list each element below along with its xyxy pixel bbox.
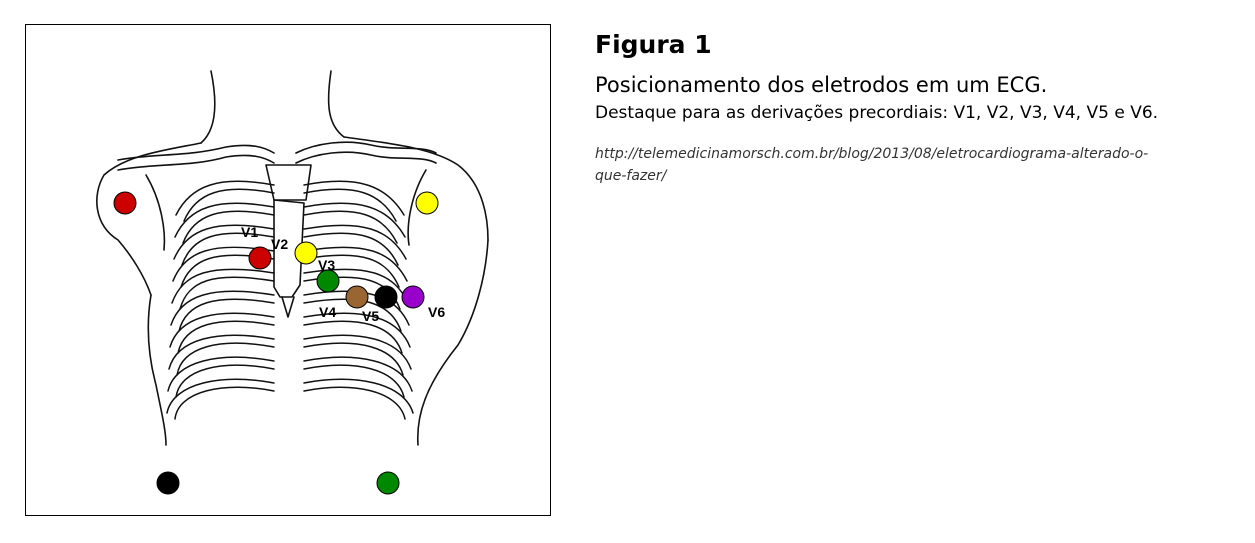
lead-label-v6: V6: [428, 304, 445, 320]
caption-title: Figura 1: [595, 30, 712, 59]
electrode-rl: [156, 471, 180, 495]
lead-label-v1: V1: [241, 224, 258, 240]
lead-label-v3: V3: [318, 257, 335, 273]
caption-source-link[interactable]: http://telemedicinamorsch.com.br/blog/20…: [595, 146, 1149, 184]
electrode-v5: [374, 285, 398, 309]
electrode-ll: [376, 471, 400, 495]
electrode-v6: [401, 285, 425, 309]
lead-label-v5: V5: [362, 308, 379, 324]
electrode-v4: [345, 285, 369, 309]
electrode-v3: [316, 269, 340, 293]
caption-highlight: Destaque para as derivações precordiais:…: [595, 103, 1159, 123]
electrode-v2: [294, 241, 318, 265]
electrode-la: [415, 191, 439, 215]
electrode-ra: [113, 191, 137, 215]
lead-label-v4: V4: [319, 304, 336, 320]
lead-label-v2: V2: [271, 236, 288, 252]
figure-caption: Figura 1 Posicionamento dos eletrodos em…: [595, 28, 1245, 187]
caption-description: Posicionamento dos eletrodos em um ECG.: [595, 73, 1048, 97]
electrode-v1: [248, 246, 272, 270]
